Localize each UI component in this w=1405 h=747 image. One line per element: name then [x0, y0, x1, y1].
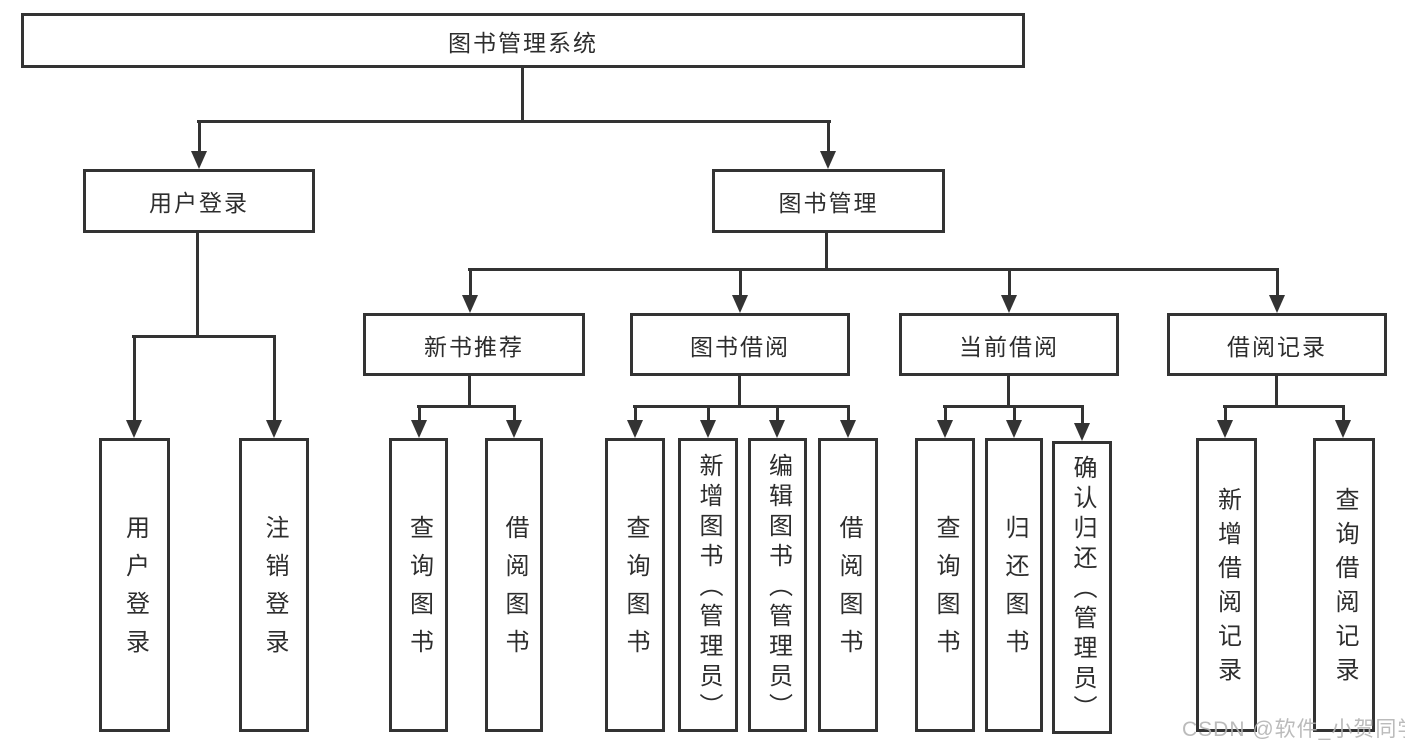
- node-leaf-logout: 注销登录: [239, 438, 309, 732]
- node-leaf-query-books-1: 查询图书: [389, 438, 448, 732]
- node-leaf-user-login-label: 用户登录: [121, 515, 149, 667]
- csdn-watermark: CSDN @软件_小贺同学: [1182, 718, 1405, 741]
- connector-sec1-stub: [468, 376, 471, 405]
- connector-level3-branch: [468, 268, 1279, 271]
- node-leaf-logout-label: 注销登录: [261, 515, 288, 667]
- node-new-book-recommend-label: 新书推荐: [424, 333, 524, 360]
- connector-sec3-stub: [1007, 376, 1010, 405]
- node-leaf-add-books-admin: 新增图书（管理员）: [678, 438, 738, 732]
- arrow-to-borrow-records: [1269, 268, 1285, 313]
- arrow-to-user-login: [191, 120, 207, 169]
- node-borrowing-records-label: 借阅记录: [1227, 333, 1327, 360]
- node-leaf-borrow-books-1-label: 借阅图书: [501, 515, 528, 667]
- node-leaf-query-books-2: 查询图书: [605, 438, 665, 732]
- node-book-mgmt-label: 图书管理: [778, 190, 879, 216]
- arrow-to-login-leaf: [126, 335, 142, 438]
- arrow-sec2-leaf4: [840, 405, 856, 438]
- arrow-to-new-books: [462, 268, 478, 313]
- connector-login-stub: [196, 233, 199, 335]
- connector-level1-branch: [197, 120, 831, 123]
- node-book-borrowing: 图书借阅: [630, 313, 850, 376]
- arrow-sec3-leaf1: [937, 405, 953, 438]
- node-book-mgmt: 图书管理: [712, 169, 945, 233]
- connector-sec2-branch: [633, 405, 849, 408]
- node-leaf-add-books-admin-label: 新增图书（管理员）: [695, 452, 722, 723]
- arrow-sec3-leaf2: [1006, 405, 1022, 438]
- node-leaf-query-books-3-label: 查询图书: [932, 515, 959, 667]
- node-leaf-query-books-3: 查询图书: [915, 438, 975, 732]
- connector-sec1-branch: [417, 405, 516, 408]
- node-leaf-query-books-1-label: 查询图书: [405, 515, 433, 667]
- node-library-system-label: 图书管理系统: [448, 29, 598, 56]
- node-leaf-edit-books-admin-label: 编辑图书（管理员）: [764, 452, 792, 723]
- node-leaf-return-books-label: 归还图书: [1001, 515, 1028, 667]
- node-leaf-edit-books-admin: 编辑图书（管理员）: [748, 438, 807, 732]
- node-leaf-borrow-books-2-label: 借阅图书: [835, 515, 862, 667]
- connector-sec4-branch: [1223, 405, 1344, 408]
- connector-root-stub: [521, 68, 524, 120]
- connector-mgmt-stub: [825, 233, 828, 268]
- node-leaf-add-borrow-record-label: 新增借阅记录: [1213, 487, 1241, 691]
- node-current-borrowing: 当前借阅: [899, 313, 1119, 376]
- arrow-sec1-leaf2: [506, 405, 522, 438]
- node-leaf-query-books-2-label: 查询图书: [622, 515, 649, 667]
- node-leaf-add-borrow-record: 新增借阅记录: [1196, 438, 1257, 732]
- connector-sec4-stub: [1275, 376, 1278, 405]
- node-leaf-borrow-books-1: 借阅图书: [485, 438, 543, 732]
- node-new-book-recommend: 新书推荐: [363, 313, 585, 376]
- node-current-borrowing-label: 当前借阅: [959, 333, 1059, 360]
- arrow-sec3-leaf3: [1074, 405, 1090, 441]
- node-book-borrowing-label: 图书借阅: [690, 333, 790, 360]
- arrow-sec2-leaf1: [627, 405, 643, 438]
- node-leaf-query-borrow-record-label: 查询借阅记录: [1331, 487, 1358, 691]
- node-leaf-borrow-books-2: 借阅图书: [818, 438, 878, 732]
- arrow-sec2-leaf2: [700, 405, 716, 438]
- node-user-login: 用户登录: [83, 169, 315, 233]
- arrow-sec4-leaf2: [1335, 405, 1351, 438]
- node-leaf-return-books: 归还图书: [985, 438, 1043, 732]
- arrow-to-borrowing: [732, 268, 748, 313]
- arrow-to-current-borrow: [1001, 268, 1017, 313]
- node-leaf-confirm-return-admin-label: 确认归还（管理员）: [1069, 455, 1096, 725]
- node-borrowing-records: 借阅记录: [1167, 313, 1387, 376]
- connector-sec2-stub: [738, 376, 741, 405]
- node-leaf-confirm-return-admin: 确认归还（管理员）: [1052, 441, 1112, 734]
- arrow-sec4-leaf1: [1217, 405, 1233, 438]
- node-user-login-label: 用户登录: [149, 190, 249, 216]
- arrow-sec2-leaf3: [769, 405, 785, 438]
- connector-login-branch: [132, 335, 276, 338]
- node-library-system: 图书管理系统: [21, 13, 1025, 68]
- arrow-to-book-mgmt: [820, 120, 836, 169]
- node-leaf-user-login: 用户登录: [99, 438, 170, 732]
- node-leaf-query-borrow-record: 查询借阅记录: [1313, 438, 1375, 732]
- arrow-to-logout-leaf: [266, 335, 282, 438]
- arrow-sec1-leaf1: [411, 405, 427, 438]
